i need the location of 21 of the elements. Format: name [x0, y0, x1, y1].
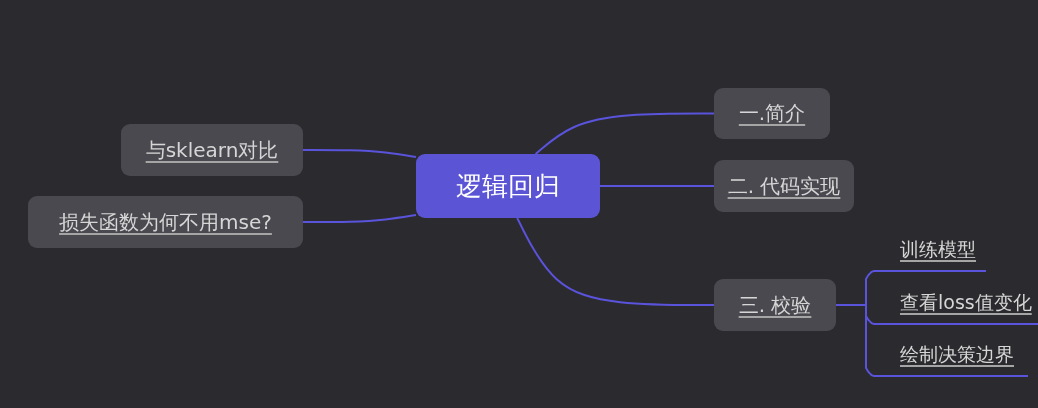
topic-box	[714, 160, 854, 212]
connector-line	[302, 149, 417, 158]
topic-label: 损失函数为何不用mse?	[59, 208, 272, 236]
topic-label: 二. 代码实现	[727, 172, 841, 200]
topic-label: 绘制决策边界	[900, 342, 1014, 367]
topic-label: 逻辑回归	[456, 169, 560, 203]
topic-label: 三. 校验	[738, 291, 812, 319]
topic-box	[121, 124, 303, 176]
connector-line	[534, 112, 715, 155]
topic-label: 与sklearn对比	[145, 136, 279, 164]
connector-line	[302, 214, 417, 223]
connector-line	[516, 217, 715, 306]
topic-label: 训练模型	[900, 237, 976, 262]
topic-box	[714, 88, 830, 139]
connector-line	[835, 304, 877, 377]
topic-box	[714, 279, 836, 331]
topic-label: 查看loss值变化	[900, 290, 1032, 315]
central-topic	[416, 154, 600, 218]
topic-label: 一.简介	[738, 100, 806, 127]
topic-box	[28, 196, 303, 248]
connector-line	[599, 185, 715, 187]
